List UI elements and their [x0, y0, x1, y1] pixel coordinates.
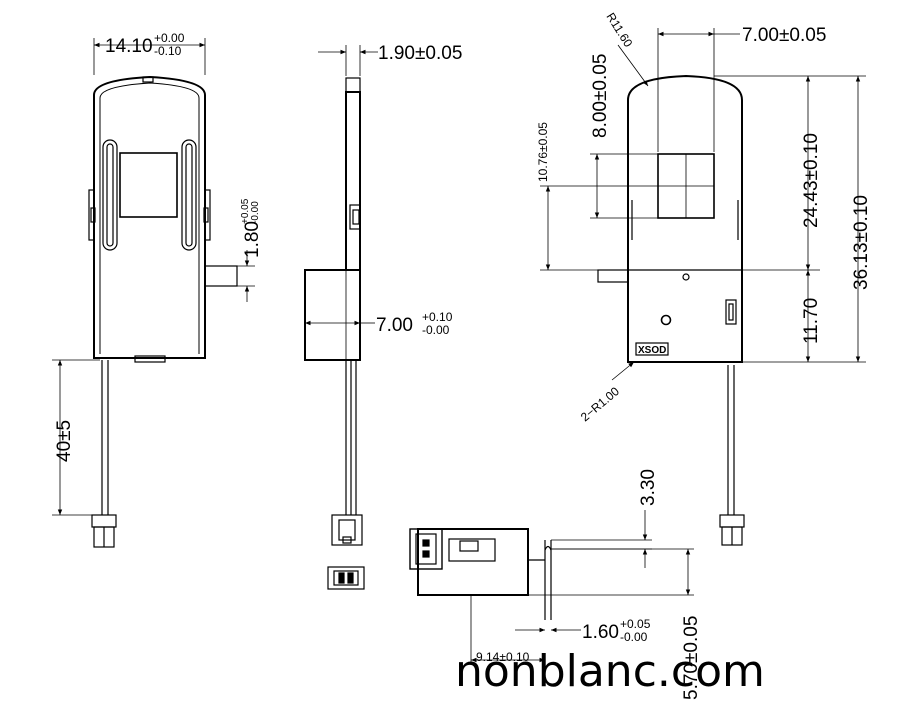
window-offset-label: 10.76±0.05 — [536, 122, 550, 182]
side-depth-label: 7.00 — [376, 315, 413, 336]
bottom-tab-thickness-label: 1.60 — [582, 622, 619, 643]
bottom-depth-label: 5.70±0.05 — [681, 616, 702, 700]
front-width-label: 14.10 — [105, 36, 153, 57]
side-depth-tol-lower: -0.00 — [422, 323, 450, 337]
window-width-label: 7.00±0.05 — [742, 25, 826, 46]
side-depth-tol-upper: +0.10 — [422, 310, 453, 324]
front-width-tol-upper: +0.00 — [154, 31, 185, 45]
wire-length-label: 40±5 — [54, 420, 75, 462]
watermark-text: nonblanc.com — [455, 646, 765, 697]
corner-radius-label: 2−R1.00 — [578, 384, 622, 424]
bottom-tab-thickness-tol-lower: -0.00 — [620, 630, 648, 644]
top-radius-label: R11.60 — [603, 10, 635, 50]
side-thickness-label: 1.90±0.05 — [378, 43, 462, 64]
dimension-labels: 14.10 +0.00 -0.10 1.90±0.05 1.80 +0.05 -… — [54, 10, 872, 700]
bottom-view — [409, 510, 694, 665]
marking-label: XSOD — [638, 345, 666, 356]
tab-height-tol-lower: -0.00 — [250, 201, 261, 224]
total-height-label: 36.13±0.10 — [851, 195, 872, 290]
upper-height-label: 24.43±0.10 — [801, 133, 822, 228]
side-view — [304, 45, 378, 590]
tab-height-label: 1.80 — [242, 221, 263, 258]
tab-height-group: 1.80 +0.05 -0.00 — [240, 198, 263, 258]
bottom-offset-label: 9.14±0.10 — [476, 650, 530, 664]
window-height-label: 8.00±0.05 — [590, 54, 611, 138]
tab-height-tol-upper: +0.05 — [240, 198, 251, 224]
front-width-tol-lower: -0.10 — [154, 44, 182, 58]
lower-height-label: 11.70 — [801, 298, 822, 344]
bottom-tab-height-label: 3.30 — [638, 469, 659, 506]
bottom-tab-thickness-tol-upper: +0.05 — [620, 617, 651, 631]
right-view — [540, 28, 866, 546]
front-view — [52, 38, 255, 548]
